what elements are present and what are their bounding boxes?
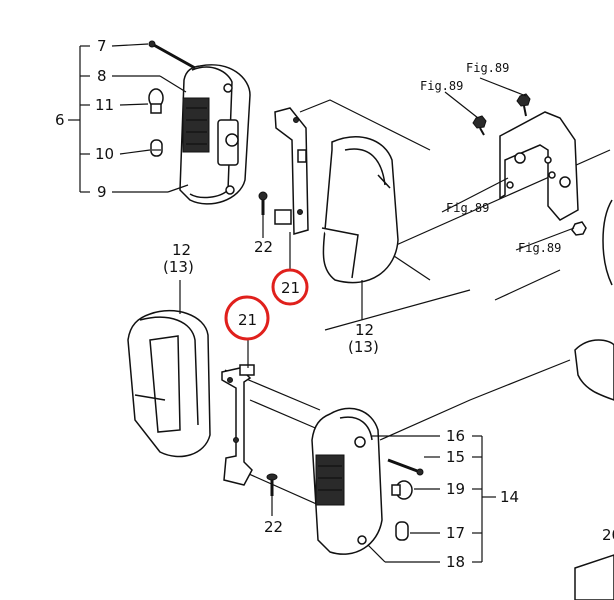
side-bracket-fig89 xyxy=(499,111,579,221)
partial-part-right xyxy=(574,199,614,600)
label-22-lower: 22 xyxy=(264,518,283,536)
label-9: 9 xyxy=(97,183,107,201)
bracket-21-upper xyxy=(274,107,309,235)
bolt-22-upper xyxy=(258,191,268,215)
screw-15 xyxy=(387,458,424,476)
callout-21-lower xyxy=(224,295,270,341)
label-21-upper: 21 xyxy=(281,279,300,297)
label-6: 6 xyxy=(55,111,65,129)
label-7: 7 xyxy=(97,37,107,55)
label-fig89-c: Fig.89 xyxy=(446,201,489,215)
label-16: 16 xyxy=(446,427,465,445)
label-21-lower: 21 xyxy=(238,311,257,329)
label-fig89-b: Fig.89 xyxy=(420,79,463,93)
rear-lamp-lower xyxy=(311,407,383,555)
bracket-21-lower xyxy=(221,364,255,486)
label-11: 11 xyxy=(95,96,114,114)
bulb-10 xyxy=(150,139,163,157)
bolt-fig89-c xyxy=(571,221,587,236)
bolt-22-lower xyxy=(266,473,278,496)
label-15: 15 xyxy=(446,448,465,466)
label-13-lower: (13) xyxy=(163,258,194,276)
label-8: 8 xyxy=(97,67,107,85)
lens-12-lower xyxy=(127,309,211,458)
label-17: 17 xyxy=(446,524,465,542)
callout-21-upper xyxy=(271,268,309,306)
label-12-upper: 12 xyxy=(355,321,374,339)
bulb-17 xyxy=(395,521,409,541)
lens-12-upper xyxy=(321,136,399,284)
bolt-fig89-a xyxy=(516,93,531,117)
rear-lamp-upper xyxy=(179,64,251,205)
label-14: 14 xyxy=(500,488,519,506)
bulb-19 xyxy=(391,480,413,500)
leader-lines xyxy=(68,43,575,563)
bulb-11 xyxy=(148,88,164,114)
label-18: 18 xyxy=(446,553,465,571)
label-fig89-d: Fig.89 xyxy=(518,241,561,255)
label-13-upper: (13) xyxy=(348,338,379,356)
label-fig89-a: Fig.89 xyxy=(466,61,509,75)
label-20: 20 xyxy=(602,526,614,544)
bolt-fig89-b xyxy=(472,115,487,136)
label-22-upper: 22 xyxy=(254,238,273,256)
label-19: 19 xyxy=(446,480,465,498)
screw-7 xyxy=(148,40,196,70)
label-10: 10 xyxy=(95,145,114,163)
label-12-lower: 12 xyxy=(172,241,191,259)
